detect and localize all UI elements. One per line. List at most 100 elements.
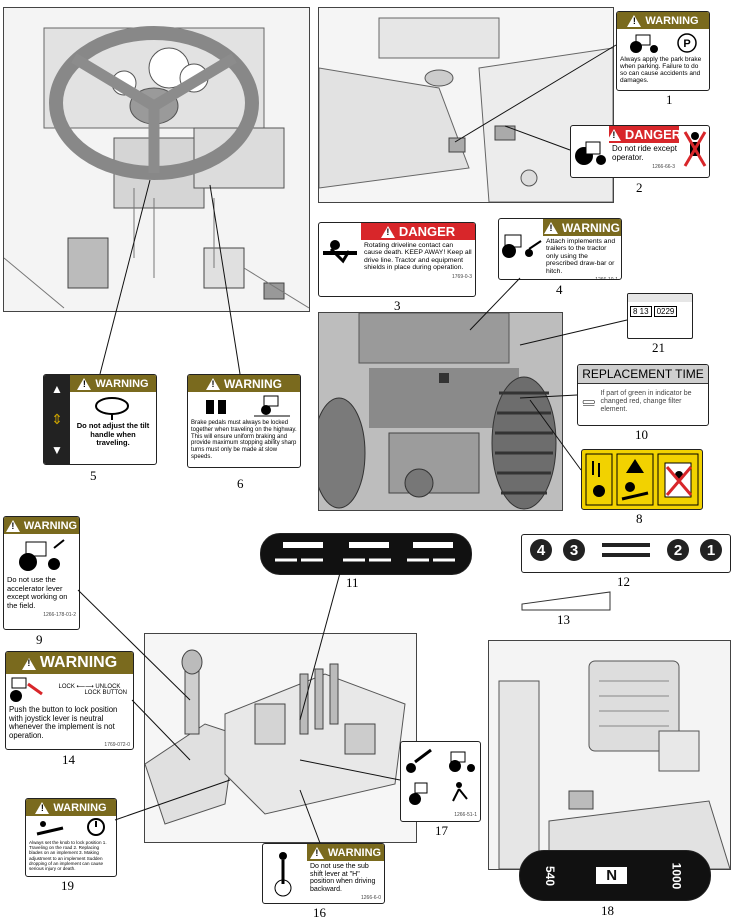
decal-6-brake-pedal-warning: ! WARNING Brake pedals must always be lo… <box>187 374 301 468</box>
danger-header: ! DANGER <box>606 126 682 143</box>
arrow-up-icon: ▲ <box>51 382 63 397</box>
tilt-wheel-icon <box>95 397 129 420</box>
svg-text:P: P <box>683 38 690 50</box>
rear-cab-illustration <box>488 640 731 870</box>
decal-1-park-brake-warning: ! WARNING P Always apply the park brake … <box>616 11 710 91</box>
replacement-time-title: REPLACEMENT TIME <box>578 365 708 384</box>
crush-hazard-icon <box>616 453 654 506</box>
tractor-roadway-icon <box>254 395 290 417</box>
arrow-down-icon: ▼ <box>51 442 63 457</box>
callout-5: 5 <box>90 468 97 483</box>
decal-16-text: Do not use the sub shift lever at "H" po… <box>310 863 376 893</box>
callout-6: 6 <box>237 476 244 491</box>
falling-person-icon <box>451 782 468 802</box>
crush-person-icon <box>36 821 64 836</box>
warning-triangle-icon: ! <box>77 377 92 390</box>
lock-unlock-label: LOCK ⟵⟶ UNLOCK <box>58 683 121 690</box>
number-badge-4: 4 <box>530 539 552 561</box>
pto-1000-label: 1000 <box>669 862 684 889</box>
decal-2-no-rider-danger: ! DANGER Do not ride except operator. 12… <box>570 125 710 178</box>
warning-label: WARNING <box>23 519 78 532</box>
warning-label: WARNING <box>645 14 699 27</box>
decal-4-text: Attach implements and trailers to the tr… <box>546 238 616 275</box>
callout-18: 18 <box>601 903 614 918</box>
decal-3-text: Rotating driveline contact can cause dea… <box>364 242 472 272</box>
serial-plate-header <box>628 294 692 302</box>
decal-4-code: 1266-10-1 <box>543 277 621 279</box>
cylinder-icon-3 <box>407 542 455 562</box>
warning-triangle-icon: ! <box>309 846 324 859</box>
callout-13: 13 <box>557 612 570 627</box>
callout-17: 17 <box>435 823 448 838</box>
cylinder-pair-icon <box>602 543 650 557</box>
callout-2: 2 <box>636 180 643 195</box>
tractor-rider-icon <box>575 141 606 165</box>
callout-4: 4 <box>556 282 563 297</box>
decal-14-code: 1769-072-0 <box>104 742 130 749</box>
decal-12-circle-numbers: 4 3 2 1 <box>521 534 731 573</box>
callout-19: 19 <box>61 878 74 893</box>
danger-triangle-icon: ! <box>380 225 395 238</box>
warning-triangle-icon: ! <box>35 801 50 814</box>
warning-label: WARNING <box>53 801 107 814</box>
warning-header: ! WARNING <box>188 375 300 392</box>
decal-10-text: If part of green in indicator be changed… <box>600 390 692 413</box>
decal-1-text: Always apply the park brake when parking… <box>620 56 702 84</box>
warning-triangle-icon: ! <box>21 657 36 670</box>
decal-3-code: 1769-0-3 <box>451 273 472 280</box>
number-badge-3: 3 <box>563 539 585 561</box>
danger-label: DANGER <box>398 224 456 239</box>
callout-14: 14 <box>62 752 75 767</box>
decal-21-serial-plate: 8 13 0229 <box>627 293 693 339</box>
decal-19-text: Always set the knob to lock position 1. … <box>29 840 107 872</box>
no-passenger-icon <box>683 131 707 167</box>
number-badge-2: 2 <box>667 539 689 561</box>
tilt-strip: ▲ ⇕ ▼ <box>44 375 70 464</box>
steering-area-illustration <box>3 7 310 312</box>
danger-triangle-icon: ! <box>606 128 621 141</box>
warning-triangle-icon: ! <box>5 519 20 532</box>
lock-button-label: LOCK BUTTON <box>84 689 127 696</box>
callout-16: 16 <box>313 905 326 920</box>
tilt-arrows-icon: ⇕ <box>51 410 63 427</box>
decal-19-knob-lock-warning: ! WARNING Always set the knob to lock po… <box>25 798 117 877</box>
serial-value-1: 8 13 <box>630 306 652 317</box>
warning-label: WARNING <box>95 377 149 390</box>
knob-lock-icon <box>87 818 105 836</box>
danger-header: ! DANGER <box>361 223 475 240</box>
decal-13-wedge-strip <box>521 591 611 611</box>
warning-header: ! WARNING <box>6 652 133 674</box>
warning-label: WARNING <box>562 220 620 235</box>
callout-10: 10 <box>635 427 648 442</box>
tractor-icon <box>630 34 658 53</box>
decal-8-yellow-pictogram <box>581 449 703 510</box>
decal-17-code: 1266-51-1 <box>454 812 477 818</box>
decal-14-text: Push the button to lock position with jo… <box>9 705 118 740</box>
tractor-field-icon <box>19 539 65 571</box>
warning-label: WARNING <box>224 376 282 391</box>
number-badge-1: 1 <box>700 539 722 561</box>
callout-1: 1 <box>666 92 673 107</box>
keep-clear-icon <box>657 453 699 506</box>
pto-540-label: 540 <box>543 865 558 886</box>
warning-header: ! WARNING <box>70 375 156 392</box>
hot-surface-icon <box>585 453 613 506</box>
brake-pedal-icon <box>206 400 226 414</box>
filter-indicator-icon <box>582 400 595 406</box>
decal-9-text: Do not use the accelerator lever except … <box>7 575 68 610</box>
cylinder-icon-2 <box>343 542 391 562</box>
callout-21: 21 <box>652 340 665 355</box>
tractor-loader-icon <box>448 751 475 772</box>
decal-2-text: Do not ride except operator. <box>612 144 677 162</box>
decal-6-text: Brake pedals must always be locked toget… <box>191 420 297 460</box>
decal-14-lock-button-warning: ! WARNING LOCK ⟵⟶ UNLOCK LOCK BUTTON Pus… <box>5 651 134 750</box>
loader-crush-icon <box>10 677 43 702</box>
callout-3: 3 <box>394 298 401 313</box>
decal-9-code: 1266-178-01-2 <box>43 612 76 619</box>
decal-18-pto-speed-plate: 540 N 1000 <box>519 850 711 901</box>
pto-neutral-label: N <box>596 867 628 884</box>
danger-label: DANGER <box>624 127 682 142</box>
operator-seat-icon <box>409 782 428 805</box>
shift-lever-icon <box>274 852 292 897</box>
parking-brake-icon: P <box>677 33 697 53</box>
